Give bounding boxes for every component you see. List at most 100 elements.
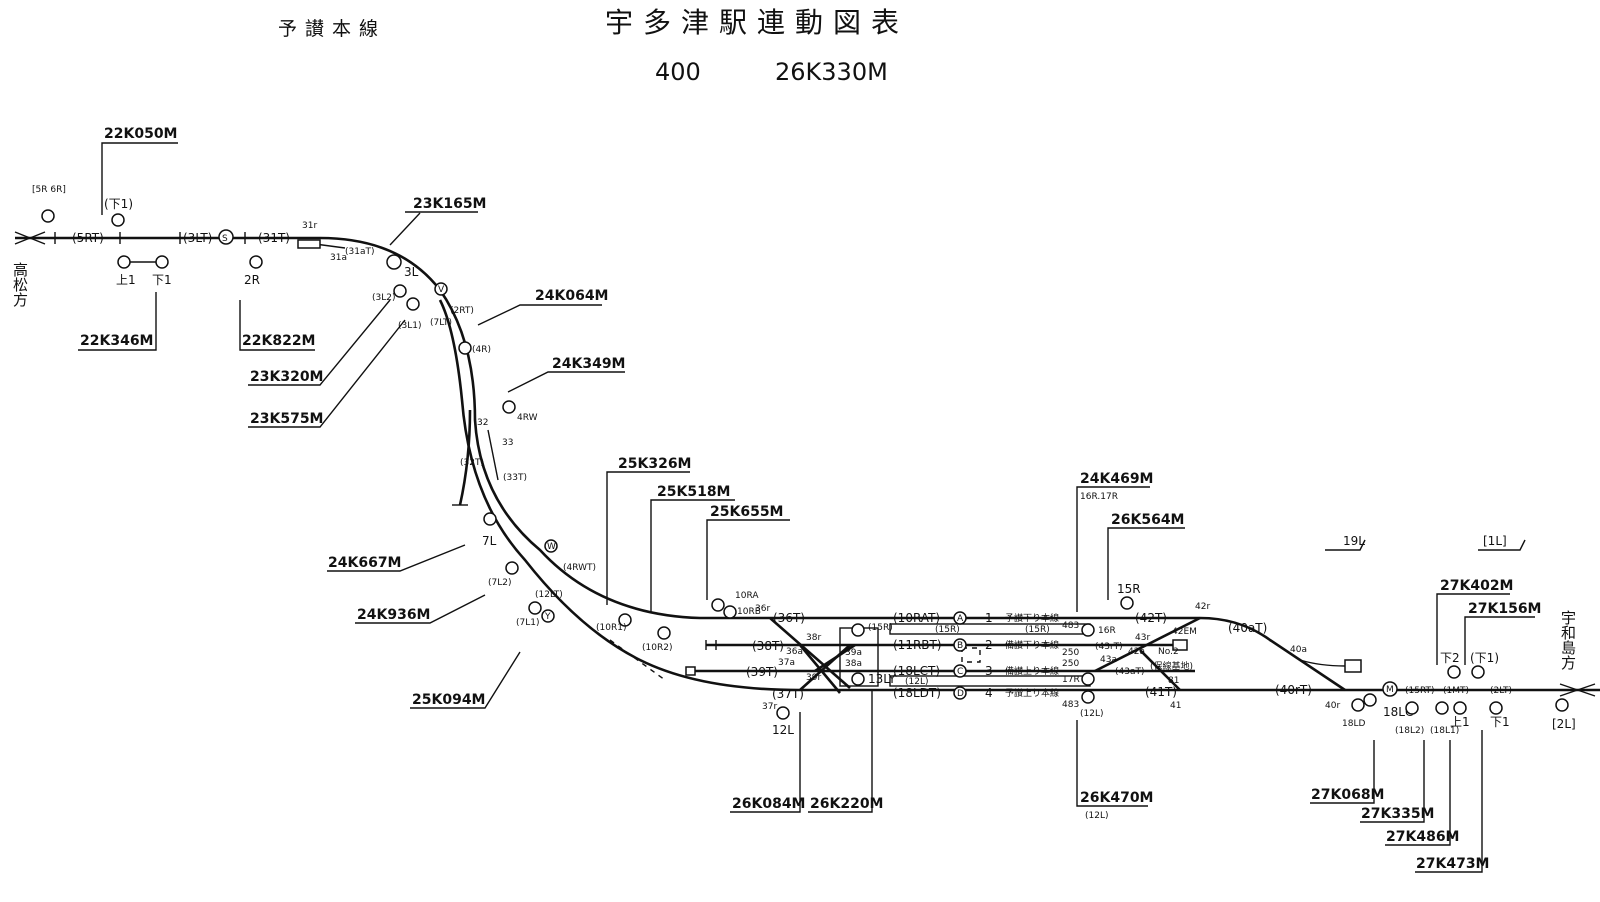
tc-43aT: (43aT): [1115, 667, 1145, 677]
tc-40aT: (40aT): [1228, 621, 1267, 635]
tc-4RWT: (4RWT): [563, 563, 596, 573]
tc-5RT: (5RT): [72, 231, 104, 245]
route-B-icon: [953, 638, 967, 652]
signal-down2: 下2: [1440, 651, 1460, 665]
signal-12L: 12L: [772, 723, 794, 737]
route-A-icon: [953, 611, 967, 625]
switch-81: 81: [1168, 676, 1179, 686]
signal-18L1: (18L1): [1430, 726, 1459, 736]
signal-13LY: 13LY: [868, 672, 896, 686]
tc-2LT: (2LT): [1490, 686, 1512, 696]
tc-31aT: (31aT): [345, 247, 375, 257]
diagram-number: 400: [655, 58, 701, 86]
signal-15R: (15R): [868, 623, 893, 633]
switch-43r: 43r: [1135, 633, 1150, 643]
note-15R-b: (15R): [1025, 625, 1050, 635]
signal-12L-icon: [776, 706, 790, 720]
route-D: D: [957, 689, 964, 699]
signal-15R-b: 15R: [1117, 582, 1141, 596]
track-name-2: 備讃下り本線: [1005, 639, 1059, 651]
marker-Y-icon: [541, 609, 555, 623]
tc-18LDT: (18LDT): [893, 686, 941, 700]
signal-17R: 17R: [1062, 675, 1080, 685]
marker-M: M: [1386, 685, 1394, 695]
signal-up1: 上1: [116, 273, 136, 287]
km-leaders-middle: [327, 471, 873, 813]
km-26K220M: 26K220M: [810, 796, 884, 812]
tc-36T: (36T): [773, 611, 805, 625]
tc-32T: (32T): [460, 458, 484, 468]
tc-37T: (37T): [772, 687, 804, 701]
signal-10RB-icon: [723, 605, 737, 619]
marker-V-icon: [434, 282, 448, 296]
km-27K068M: 27K068M: [1311, 787, 1385, 803]
tc-43rT: (43rT): [1095, 642, 1123, 652]
signal-19L-group: 19L: [1325, 534, 1366, 551]
km-27K486M: 27K486M: [1386, 829, 1460, 845]
switch-40a: 40a: [1290, 645, 1307, 655]
direction-left: 高松方: [11, 262, 29, 308]
switch-38r: 38r: [806, 633, 821, 643]
signal-3L2: (3L2): [372, 293, 396, 303]
tc-12LT: (12LT): [535, 590, 563, 600]
signal-down1-shunt: (下1): [104, 197, 133, 211]
direction-takamatsu: 高松方: [11, 262, 29, 308]
km-24K349M: 24K349M: [552, 356, 626, 372]
tc-41T: (41T): [1145, 685, 1177, 699]
km-23K320M: 23K320M: [250, 369, 324, 385]
switch-31a: 31a: [330, 253, 347, 263]
signal-2L-icon: [1555, 698, 1569, 712]
signal-4RW: 4RW: [517, 413, 538, 423]
siding-name: (保線基地): [1150, 660, 1193, 672]
signal-15R-shunt-icon: [851, 623, 865, 637]
signal-5R6R: [5R 6R]: [32, 185, 66, 195]
signal-19L: 19L: [1343, 534, 1365, 548]
track-number-2: 2: [985, 638, 993, 652]
switch-42r: 42r: [1195, 602, 1210, 612]
tc-2RT: (2RT): [450, 306, 474, 316]
marker-W-icon: [544, 539, 558, 553]
track-number-1: 1: [985, 611, 993, 625]
signal-3L1: (3L1): [398, 321, 422, 331]
diagram-title: 宇多津駅連動図表: [605, 6, 909, 39]
track-name-3: 備讃上り本線: [1005, 665, 1059, 677]
signal-down1-b: 下1: [1490, 715, 1510, 729]
km-24K469M-note: 16R.17R: [1080, 492, 1118, 502]
switch-33: 33: [502, 438, 513, 448]
tc-38T: (38T): [752, 639, 784, 653]
marker-M-icon: [1382, 681, 1398, 697]
signal-7L2-icon: [505, 561, 519, 575]
km-25K518M: 25K518M: [657, 484, 731, 500]
direction-uwajima: 宇和島方: [1559, 610, 1577, 671]
dist-483-b: 483: [1062, 700, 1079, 710]
km-24K469M: 24K469M: [1080, 471, 1154, 487]
signal-2R: 2R: [244, 273, 260, 287]
switch-36r: 36r: [755, 604, 770, 614]
signal-18L2-icon: [1405, 701, 1419, 715]
signal-down2-icon: [1447, 665, 1461, 679]
signal-7L1: (7L1): [516, 618, 540, 628]
tc-18LCT: (18LCT): [893, 664, 940, 678]
switch-37a: 37a: [778, 658, 795, 668]
signal-10RB: 10RB: [737, 607, 761, 617]
signal-up1-icon: [117, 255, 131, 269]
km-25K655M: 25K655M: [710, 504, 784, 520]
route-C: C: [957, 667, 963, 677]
km-26K564M: 26K564M: [1111, 512, 1185, 528]
signal-5R6R-icon: [41, 209, 55, 223]
signal-10R2-icon: [657, 626, 671, 640]
tc-1MT: (1MT): [1443, 686, 1469, 696]
km-23K575M: 23K575M: [250, 411, 324, 427]
signal-down1: 下1: [152, 273, 172, 287]
tc-10RAT: (10RAT): [893, 611, 940, 625]
route-A: A: [957, 614, 964, 624]
shunt-signal-icon: [111, 213, 125, 227]
signal-13LY-icon: [851, 672, 865, 686]
tc-31T: (31T): [258, 231, 290, 245]
km-24K064M: 24K064M: [535, 288, 609, 304]
signal-down1-shunt-b-icon: [1471, 665, 1485, 679]
signal-18LC-icon: [1363, 693, 1377, 707]
tc-39T: (39T): [746, 665, 778, 679]
signal-15R-b-icon: [1120, 596, 1134, 610]
signal-3L: 3L: [404, 265, 419, 279]
